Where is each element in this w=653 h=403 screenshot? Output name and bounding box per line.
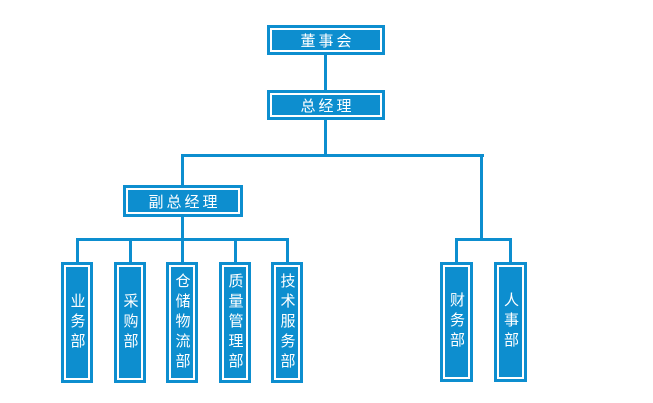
connector-stub-purchasing [129,238,132,264]
node-dept-purchasing: 采购部 [114,262,146,383]
node-dept-purchasing-label: 采购部 [121,292,139,353]
node-dept-hr-label: 人事部 [502,292,519,352]
connector-stub-quality [234,238,237,264]
node-dept-finance: 财务部 [440,262,473,382]
node-dept-technical-service-label: 技术服务部 [278,272,296,373]
connector-gm-trunk [324,120,327,157]
node-dept-quality-management-label: 质量管理部 [226,272,244,373]
node-dept-business: 业务部 [61,262,93,383]
node-general-manager: 总经理 [267,90,385,120]
node-dept-warehouse-logistics-label: 仓储物流部 [173,272,191,373]
node-dept-hr: 人事部 [494,262,527,382]
node-general-manager-label: 总经理 [300,97,355,115]
node-dept-quality-management: 质量管理部 [219,262,251,383]
node-deputy-general-manager-label: 副总经理 [148,193,221,211]
node-deputy-general-manager: 副总经理 [123,185,243,217]
connector-dgm-trunk [181,215,184,241]
node-dept-finance-label: 财务部 [448,292,465,352]
connector-stub-warehouse [181,238,184,264]
node-dept-warehouse-logistics: 仓储物流部 [166,262,198,383]
connector-stub-technical [286,238,289,264]
node-dept-business-label: 业务部 [68,292,86,353]
connector-right-drop [480,154,483,241]
connector-stub-finance [455,238,458,264]
node-board-label: 董事会 [300,32,355,50]
connector-dgm-drop [181,154,184,187]
connector-right-rail [455,238,512,241]
node-dept-technical-service: 技术服务部 [271,262,303,383]
connector-board-to-gm [324,55,327,92]
connector-stub-hr [509,238,512,264]
node-board: 董事会 [267,25,385,55]
connector-main-rail [181,154,484,157]
connector-stub-business [76,238,79,264]
